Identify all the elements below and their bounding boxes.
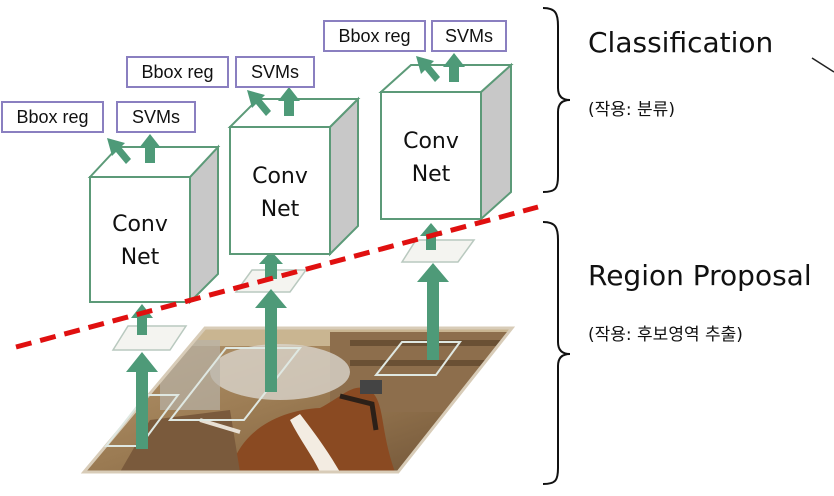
svms-label-3: SVMs (431, 20, 507, 52)
warped-region-1 (111, 325, 188, 351)
output-arrows (107, 53, 465, 164)
convnet-label-2-line1: Conv (252, 164, 308, 189)
region-proposal-title: Region Proposal (588, 259, 812, 292)
convnet-label-1: Conv Net (90, 208, 190, 274)
output-arrows-3 (416, 53, 465, 82)
proposal-box-2 (167, 347, 303, 421)
convnet-label-3: Conv Net (381, 125, 481, 191)
bbox-reg-label-1: Bbox reg (1, 101, 104, 133)
convnet-label-2-line2: Net (260, 197, 300, 222)
arrow-up-3 (417, 263, 449, 360)
bbox-reg-label-2: Bbox reg (126, 56, 229, 88)
arrow-short-2 (259, 251, 283, 279)
arrow-up-2 (255, 289, 287, 392)
bbox-arrow-1 (107, 138, 131, 164)
classification-title: Classification (588, 26, 774, 59)
bbox-arrow-3 (416, 56, 440, 82)
proposal-box-3 (373, 341, 462, 376)
arrow-up-1 (126, 352, 158, 449)
region-proposal-subtitle: (작용: 후보영역 추출) (588, 325, 743, 345)
svms-label-1: SVMs (116, 101, 196, 133)
partial-pointer-line (811, 57, 834, 73)
output-arrows-2 (247, 87, 300, 116)
convnet-label-3-line1: Conv (403, 129, 459, 154)
classification-subtitle: (작용: 분류) (588, 100, 675, 120)
proposal-box-1 (103, 394, 180, 447)
image-to-region-arrows (126, 263, 449, 449)
convnet-label-1-line1: Conv (112, 212, 168, 237)
svms-label-2: SVMs (235, 56, 315, 88)
classification-brace (542, 7, 571, 193)
bbox-reg-label-3: Bbox reg (323, 20, 426, 52)
region-proposal-brace (542, 221, 571, 485)
convnet-label-1-line2: Net (120, 245, 160, 270)
warped-region-3 (400, 239, 476, 263)
svm-arrow-2 (278, 87, 300, 116)
output-arrows-1 (107, 134, 161, 164)
input-image (80, 326, 516, 474)
proposal-regions (103, 341, 462, 447)
convnet-cube-2 (227, 96, 361, 257)
convnet-cube-3 (378, 62, 514, 222)
stage-separator-line (15, 204, 539, 350)
convnet-label-3-line2: Net (411, 162, 451, 187)
svm-arrow-1 (139, 134, 161, 163)
svm-arrow-3 (443, 53, 465, 82)
convnet-label-2: Conv Net (230, 160, 330, 226)
bbox-arrow-2 (247, 90, 271, 116)
